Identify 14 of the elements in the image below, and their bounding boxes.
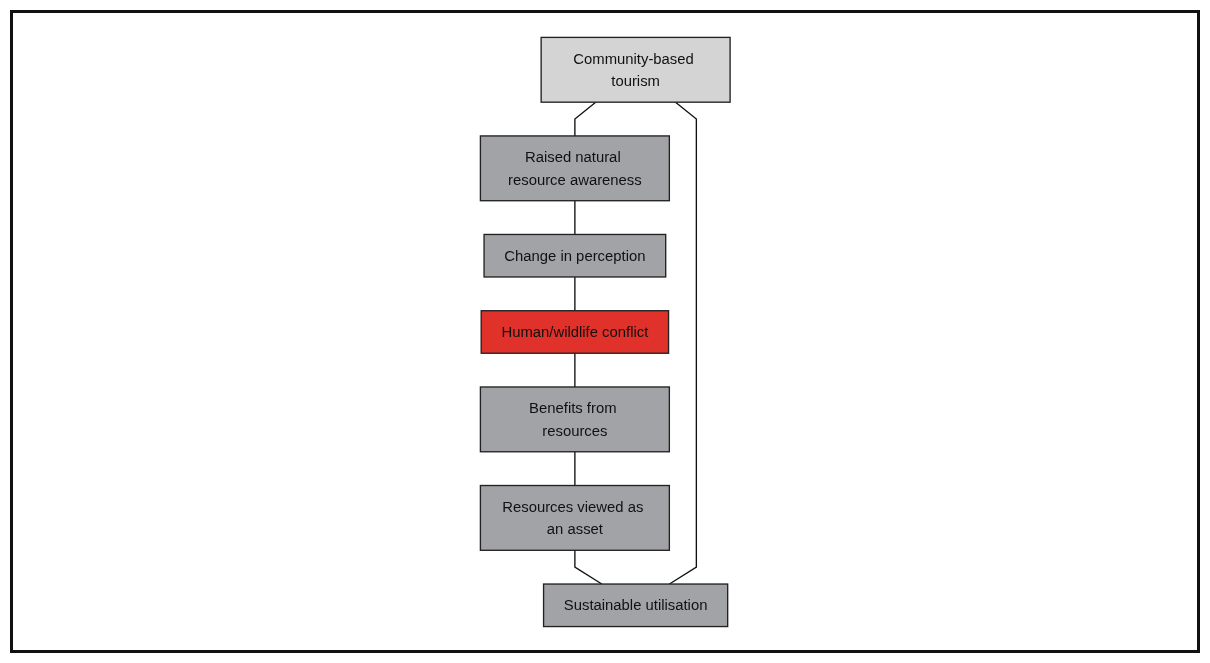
- node-box: Benefits from resources: [479, 385, 670, 452]
- node-box: Sustainable utilisation: [542, 582, 729, 627]
- connector: [573, 199, 576, 235]
- connector: [573, 101, 597, 137]
- connector: [573, 275, 576, 311]
- node-box: Resources viewed as an asset: [479, 484, 670, 551]
- connector: [573, 549, 603, 585]
- node-box: Human/wildlife conflict: [480, 309, 669, 354]
- node-box: Raised natural resource awareness: [479, 134, 670, 201]
- node-box: Change in perception: [483, 233, 667, 278]
- connector: [668, 101, 697, 585]
- connector: [573, 450, 576, 486]
- node-box: Community-based tourism: [540, 36, 731, 103]
- connector: [573, 352, 576, 388]
